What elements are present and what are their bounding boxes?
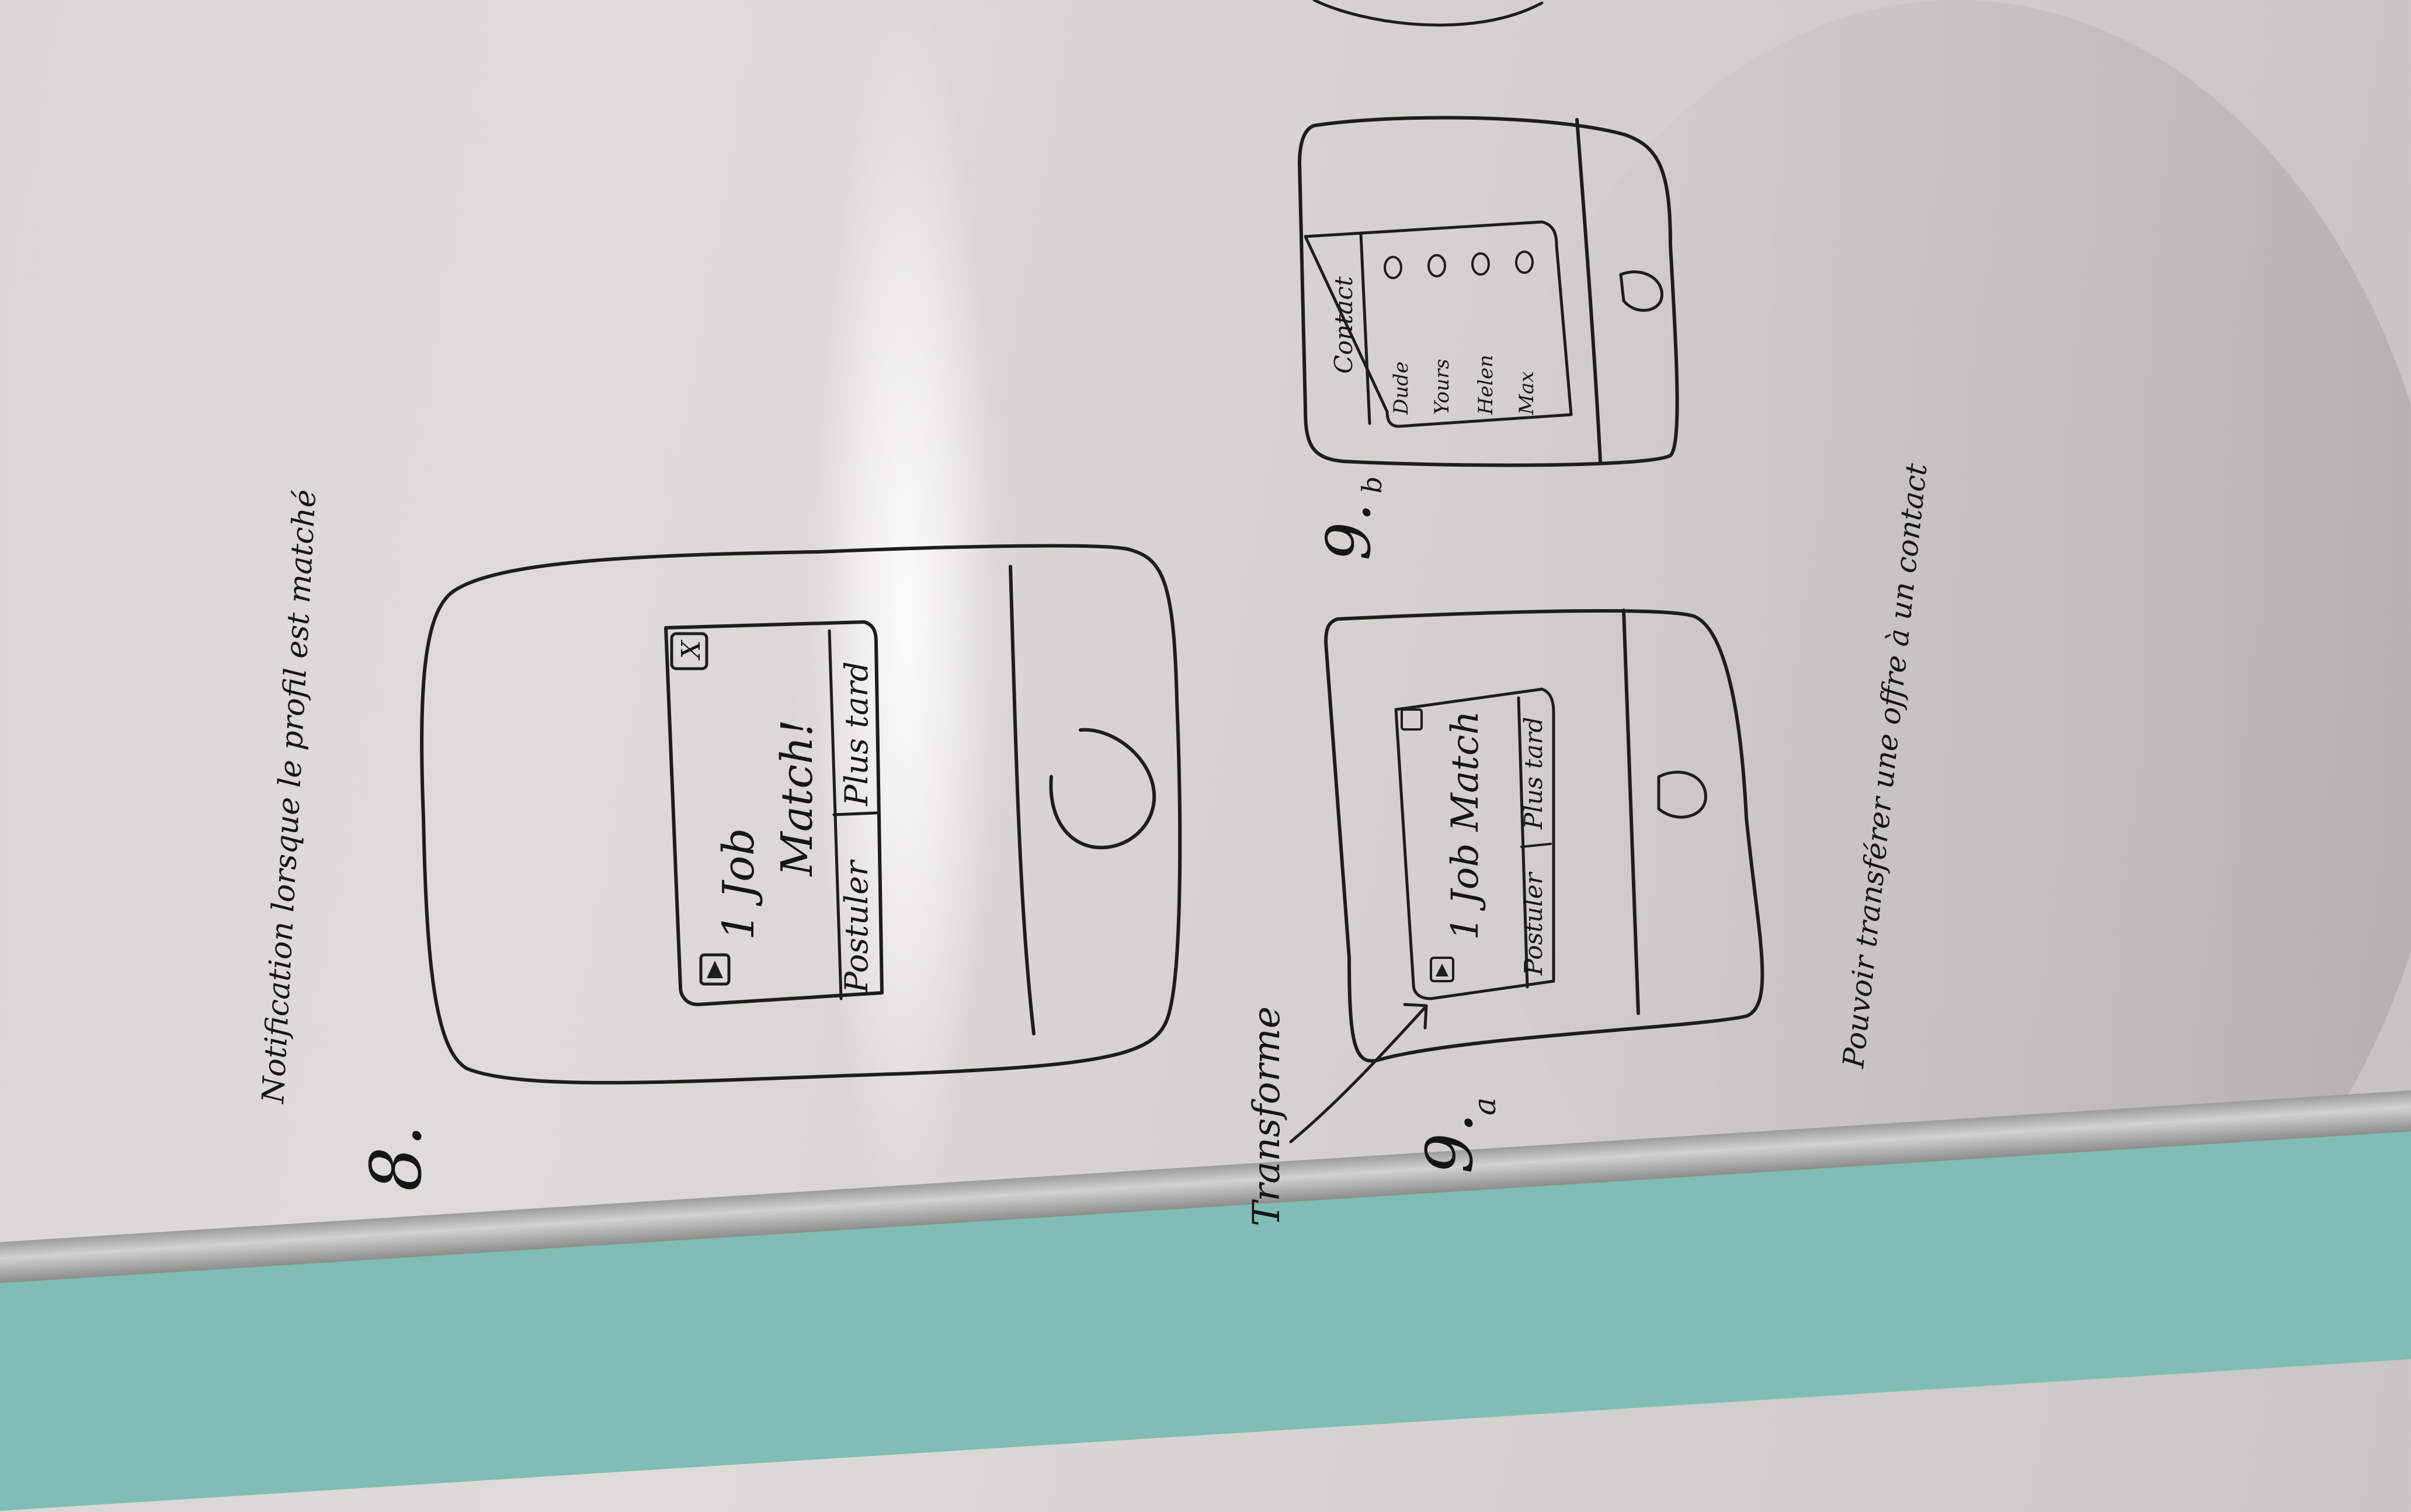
phone-main-bezel-line [1009, 565, 1036, 1035]
9a-number: 9. [1412, 1113, 1487, 1174]
main-close-icon: X [676, 639, 706, 661]
phone-9b-sketch: Contact Dude Yours Helen Max [1298, 116, 1679, 467]
9a-notification-button-divider [1520, 843, 1552, 848]
9a-caption: Pouvoir transférer une offre à un contac… [1836, 461, 1934, 1070]
main-notification-title-2: Match! [772, 719, 822, 877]
phone-main-home-button [1049, 728, 1156, 850]
transform-arrowhead [1403, 1003, 1428, 1030]
9b-radio-1 [1384, 256, 1402, 279]
9b-sub: b [1356, 477, 1388, 493]
phone-9b-body [1298, 116, 1679, 467]
main-close-box [670, 632, 708, 670]
9a-notification-title: 1 Job Match [1444, 711, 1487, 940]
9a-close-box [1401, 708, 1423, 731]
phone-9b-bezel-line [1575, 118, 1602, 463]
main-app-icon-glyph [707, 961, 723, 978]
9a-arrow-label: Transforme [1245, 1006, 1288, 1226]
9b-contact-name-4: Max [1515, 371, 1538, 415]
main-button-postuler: Postuler [838, 859, 875, 993]
9a-notification-divider [1517, 696, 1529, 989]
phone-9a-home-button [1657, 770, 1707, 819]
9b-radio-4 [1515, 251, 1534, 274]
section-8-number: 8. [356, 1125, 437, 1192]
phone-9a-sketch: 1 Job Match Postuler Plus tard [1289, 609, 1764, 1143]
9a-app-icon-glyph [1436, 964, 1448, 976]
9b-contact-name-2: Yours [1430, 359, 1454, 415]
9b-radio-3 [1471, 252, 1490, 276]
9b-contact-name-3: Helen [1474, 354, 1498, 415]
9b-contact-header: Contact [1329, 276, 1358, 374]
phone-9b-home-button [1619, 270, 1663, 312]
phone-main-sketch: X 1 Job Match! Postuler Plus tard [420, 544, 1182, 1085]
phone-9a-bezel-line [1622, 609, 1640, 1015]
main-notification-button-divider [832, 811, 878, 816]
9b-contact-list-card [1304, 220, 1573, 428]
phone-main-body [420, 544, 1182, 1085]
9b-contact-name-1: Dude [1389, 362, 1413, 415]
main-notification-title-1: 1 Job [714, 828, 764, 940]
section-8-caption: Notification lorsque le profil est match… [256, 489, 323, 1106]
9a-notification-card [1394, 687, 1555, 1000]
partial-curve [1312, 0, 1544, 27]
phone-9a-body [1324, 609, 1764, 1063]
9a-sub: a [1468, 1097, 1503, 1115]
9b-contact-list-divider [1359, 232, 1371, 425]
whiteboard-sketch: 8. Notification lorsque le profil est ma… [256, 0, 1934, 1226]
main-button-plus-tard: Plus tard [838, 661, 875, 807]
9a-button-postuler: Postuler [1519, 871, 1548, 976]
transform-arrow [1289, 1006, 1427, 1143]
9a-app-icon [1430, 957, 1454, 982]
9b-radio-2 [1427, 254, 1446, 277]
9a-button-plus-tard: Plus tard [1519, 717, 1548, 830]
9b-number: 9. [1313, 503, 1384, 561]
main-app-icon [699, 953, 731, 986]
main-notification-card [664, 620, 884, 1006]
section-8-heading: 8. Notification lorsque le profil est ma… [256, 489, 437, 1191]
